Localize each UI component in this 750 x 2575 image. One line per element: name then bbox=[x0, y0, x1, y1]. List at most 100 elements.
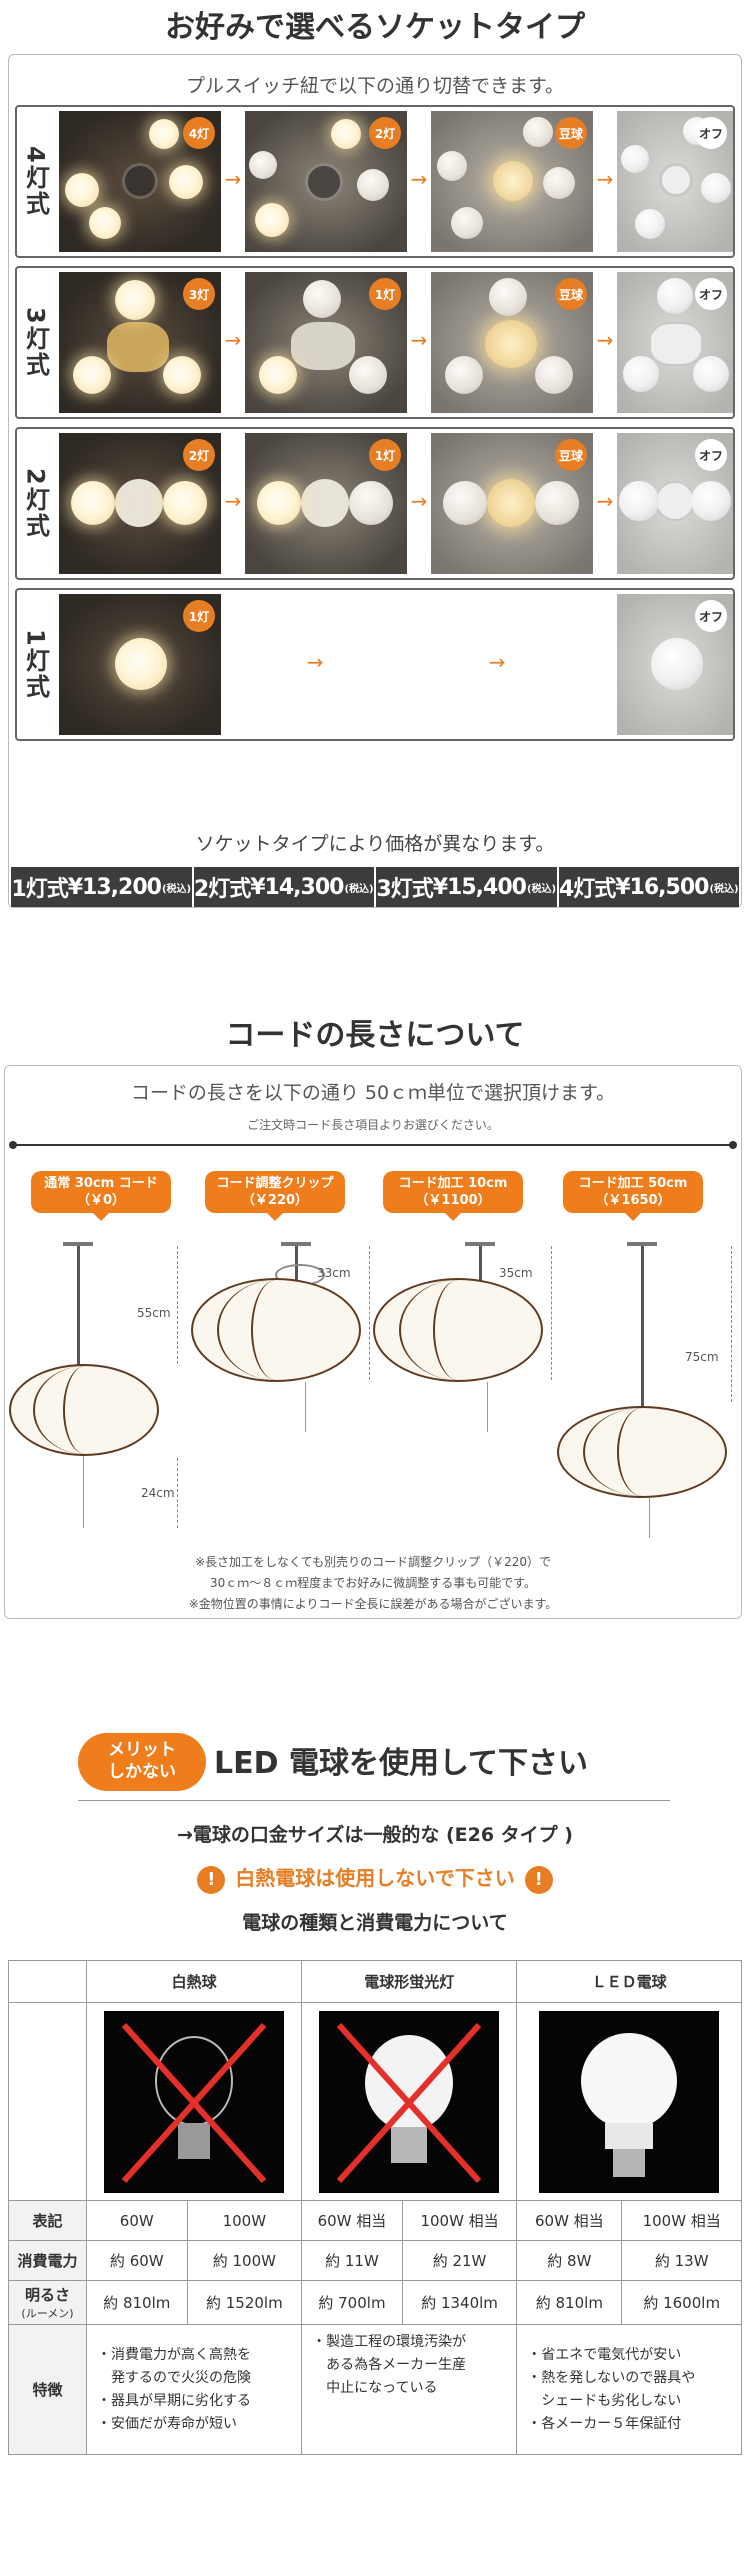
arrow-icon: → bbox=[224, 489, 242, 513]
table-cell: 約 11W bbox=[301, 2240, 403, 2281]
price-2-light: 2灯式¥14,300(税込) bbox=[193, 867, 374, 907]
lantern-shade bbox=[373, 1278, 543, 1382]
table-cell: 約 810lm bbox=[516, 2280, 623, 2325]
cord-option-standard: 通常 30cm コード（￥0） bbox=[31, 1171, 171, 1221]
col-incandescent: 白熱球 bbox=[85, 1960, 303, 2003]
state-badge: 豆球 bbox=[555, 439, 587, 471]
heading-rule bbox=[78, 1800, 670, 1801]
socket-photo-4-nightlight: 豆球 bbox=[431, 111, 593, 252]
bulb-table-caption: 電球の種類と消費電力について bbox=[242, 1912, 508, 1934]
socket-photo-3-one: 1灯 bbox=[245, 272, 407, 413]
lantern-shade bbox=[9, 1364, 159, 1456]
table-cell: 約 60W bbox=[86, 2240, 188, 2281]
lantern-shade bbox=[191, 1278, 361, 1382]
price-1-light: 1灯式¥13,200(税込) bbox=[11, 867, 192, 907]
dim-label: 35cm bbox=[499, 1266, 533, 1280]
pull-string bbox=[487, 1382, 488, 1432]
socket-photo-3-all: 3灯 bbox=[59, 272, 221, 413]
cord-notes: ※長さ加工をしなくても別売りのコード調整クリップ（￥220）で 30ｃｍ～８ｃｍ… bbox=[188, 1555, 558, 1611]
base-size-note: →電球の口金サイズは一般的な (E26 タイプ ) bbox=[177, 1824, 573, 1846]
row-label-brightness: 明るさ (ルーメン) bbox=[8, 2280, 87, 2325]
socket-row-2: 2灯式 2灯 → 1灯 → 豆球 → オフ bbox=[15, 427, 735, 580]
incandescent-warning: !白熱電球は使用しないで下さい! bbox=[0, 1862, 750, 1894]
led-heading: LED 電球を使用して下さい bbox=[214, 1746, 589, 1781]
socket-intro-text: プルスイッチ紐で以下の通り切替できます。 bbox=[185, 75, 565, 97]
socket-row-label: 3灯式 bbox=[21, 307, 50, 378]
table-cell: 60W bbox=[86, 2200, 188, 2241]
dim-label: 24cm bbox=[141, 1486, 175, 1500]
socket-photo-4-half: 2灯 bbox=[245, 111, 407, 252]
state-badge: 1灯 bbox=[183, 600, 215, 632]
state-badge: 2灯 bbox=[369, 117, 401, 149]
cord-option-10cm: コード加工 10cm（￥1100） bbox=[383, 1171, 523, 1221]
socket-photo-4-off: オフ bbox=[617, 111, 733, 252]
table-cell: 約 1520lm bbox=[186, 2280, 303, 2325]
socket-row-1: 1灯式 1灯 → → オフ bbox=[15, 588, 735, 741]
ceiling-mount bbox=[465, 1242, 495, 1246]
cord-rod bbox=[641, 1246, 644, 1410]
arrow-icon: → bbox=[306, 650, 324, 674]
dimension-line bbox=[177, 1246, 178, 1364]
cord-rod bbox=[77, 1246, 80, 1366]
dimension-line bbox=[177, 1458, 178, 1528]
price-note: ソケットタイプにより価格が異なります。 bbox=[195, 833, 555, 855]
cord-lead-text: コードの長さを以下の通り 50ｃｍ単位で選択頂けます。 bbox=[130, 1082, 616, 1104]
cord-sub-text: ご注文時コード長さ項目よりお選びください。 bbox=[247, 1118, 499, 1132]
cord-option-clip: コード調整クリップ（￥220） bbox=[205, 1171, 345, 1221]
col-fluorescent: 電球形蛍光灯 bbox=[301, 1960, 518, 2003]
exclamation-icon: ! bbox=[197, 1865, 226, 1894]
section-title-cord: コードの長さについて bbox=[225, 1018, 525, 1053]
arrow-icon: → bbox=[410, 167, 428, 191]
ceiling-mount bbox=[63, 1242, 93, 1246]
state-badge: オフ bbox=[695, 117, 727, 149]
incandescent-photo bbox=[85, 2002, 303, 2201]
table-cell: 60W 相当 bbox=[516, 2200, 623, 2241]
state-badge: 3灯 bbox=[183, 278, 215, 310]
dim-label: 55cm bbox=[137, 1306, 171, 1320]
table-cell: 100W bbox=[186, 2200, 303, 2241]
table-cell: 100W 相当 bbox=[621, 2200, 742, 2241]
price-4-light: 4灯式¥16,500(税込) bbox=[558, 867, 739, 907]
state-badge: 豆球 bbox=[555, 278, 587, 310]
features-fluorescent: ・製造工程の環境汚染が ある為各メーカー生産 中止になっている bbox=[301, 2324, 518, 2455]
led-bulb-icon bbox=[581, 2032, 678, 2177]
state-badge: オフ bbox=[695, 439, 727, 471]
socket-row-label: 4灯式 bbox=[21, 146, 50, 217]
price-strip: 1灯式¥13,200(税込) 2灯式¥14,300(税込) 3灯式¥15,400… bbox=[11, 867, 739, 907]
table-cell: 約 1600lm bbox=[621, 2280, 742, 2325]
state-badge: オフ bbox=[695, 278, 727, 310]
cord-rod bbox=[479, 1246, 482, 1282]
pull-string bbox=[83, 1456, 84, 1528]
fluorescent-photo bbox=[301, 2002, 518, 2201]
socket-photo-1-off: オフ bbox=[617, 594, 733, 735]
row-label-features: 特徴 bbox=[8, 2324, 87, 2455]
fluorescent-bulb-icon bbox=[336, 2022, 482, 2183]
lantern-shade bbox=[557, 1406, 727, 1498]
arrow-icon: → bbox=[224, 167, 242, 191]
incandescent-bulb-icon bbox=[121, 2022, 267, 2183]
state-badge: 4灯 bbox=[183, 117, 215, 149]
pull-string bbox=[649, 1498, 650, 1538]
socket-row-label: 2灯式 bbox=[21, 468, 50, 539]
cord-length-panel: コードの長さを以下の通り 50ｃｍ単位で選択頂けます。 ご注文時コード長さ項目よ… bbox=[4, 1065, 742, 1619]
arrow-icon: → bbox=[410, 489, 428, 513]
table-cell: 約 13W bbox=[621, 2240, 742, 2281]
socket-photo-2-nightlight: 豆球 bbox=[431, 433, 593, 574]
socket-photo-3-off: オフ bbox=[617, 272, 733, 413]
price-3-light: 3灯式¥15,400(税込) bbox=[376, 867, 557, 907]
cord-option-50cm: コード加工 50cm（￥1650） bbox=[563, 1171, 703, 1221]
led-photo bbox=[516, 2002, 742, 2201]
table-cell: 約 8W bbox=[516, 2240, 623, 2281]
dim-label: 75cm bbox=[685, 1350, 719, 1364]
row-label-power: 消費電力 bbox=[8, 2240, 87, 2281]
state-badge: 1灯 bbox=[369, 278, 401, 310]
socket-photo-2-one: 1灯 bbox=[245, 433, 407, 574]
divider-line bbox=[9, 1141, 737, 1149]
arrow-icon: → bbox=[596, 489, 614, 513]
socket-photo-3-nightlight: 豆球 bbox=[431, 272, 593, 413]
socket-photo-2-off: オフ bbox=[617, 433, 733, 574]
section-title-socket: お好みで選べるソケットタイプ bbox=[165, 10, 585, 45]
state-badge: 豆球 bbox=[555, 117, 587, 149]
state-badge: 1灯 bbox=[369, 439, 401, 471]
socket-photo-4-all: 4灯 bbox=[59, 111, 221, 252]
